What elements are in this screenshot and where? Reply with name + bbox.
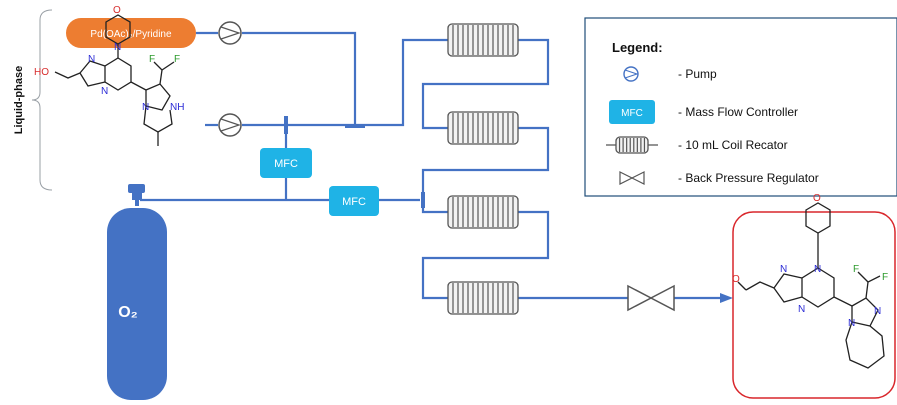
coil-reactor-icon (447, 23, 519, 57)
atom-label: N (142, 102, 149, 113)
product-structure: O N N N O N N F F (732, 193, 888, 369)
pump-icon (218, 113, 242, 137)
atom-label: F (882, 272, 888, 283)
mfc-label: MFC (342, 196, 366, 208)
atom-label: HO (34, 67, 49, 78)
mfc-box: MFC (329, 186, 379, 216)
back-pressure-regulator-icon (619, 171, 645, 185)
legend-title: Legend: (612, 40, 663, 55)
back-pressure-regulator-icon (627, 284, 675, 312)
legend-item-label: - 10 mL Coil Recator (678, 138, 788, 152)
atom-label: N (814, 264, 821, 275)
atom-label: O (732, 274, 740, 285)
atom-label: N (874, 306, 881, 317)
pump-icon (623, 66, 639, 82)
atom-label: N (88, 54, 95, 65)
coil-reactor-icon (447, 111, 519, 145)
atom-label: F (149, 54, 155, 65)
coil-reactor-icon (615, 136, 649, 154)
atom-label: O (113, 5, 121, 16)
coil-reactor-icon (447, 195, 519, 229)
reagent-pill: Pd(OAc)₂/Pyridine (66, 18, 196, 48)
coil-reactor-icon (606, 136, 658, 154)
product-box: O N N N O N N F F (732, 193, 896, 399)
mfc-box: MFC (260, 148, 312, 178)
legend-item-label: - Pump (678, 67, 717, 81)
mfc-label: MFC (274, 158, 298, 170)
atom-label: O (813, 193, 821, 204)
atom-label: N (114, 42, 121, 53)
mfc-icon: MFC (609, 100, 655, 124)
legend-mfc-badge: MFC (621, 108, 643, 119)
legend-item-label: - Mass Flow Controller (678, 105, 798, 119)
atom-label: N (798, 304, 805, 315)
atom-label: NH (170, 102, 184, 113)
legend-item-label: - Back Pressure Regulator (678, 171, 819, 185)
flow-lines (135, 31, 733, 303)
pump-icon (218, 21, 242, 45)
oxygen-cylinder: O₂ (107, 184, 167, 400)
atom-label: N (101, 86, 108, 97)
starting-material-structure: O N N N HO N NH F F (34, 5, 184, 146)
atom-label: N (780, 264, 787, 275)
coil-reactors (447, 23, 519, 315)
atom-label: N (848, 318, 855, 329)
reagent-label: Pd(OAc)₂/Pyridine (90, 29, 172, 40)
atom-label: F (853, 264, 859, 275)
liquid-phase-bracket (31, 9, 53, 191)
atom-label: F (174, 54, 180, 65)
legend-box: Legend: - Pump MFC - Mass Flow Controlle… (584, 17, 897, 197)
cylinder-label: O₂ (118, 304, 138, 321)
liquid-phase-label: Liquid-phase (13, 66, 25, 134)
coil-reactor-icon (447, 281, 519, 315)
